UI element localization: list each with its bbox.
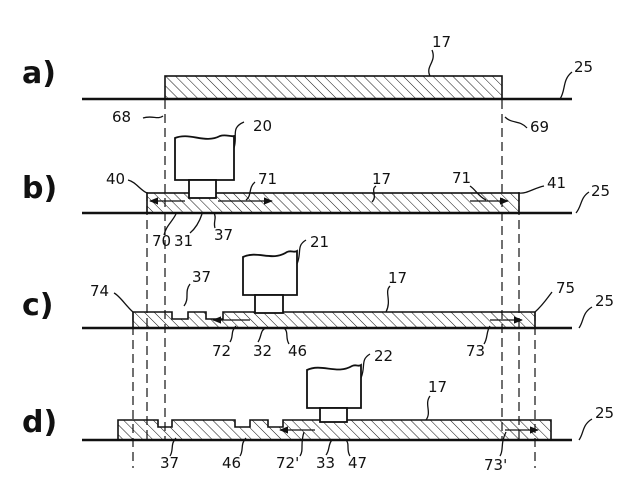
leader-31 — [190, 214, 202, 233]
ref-25-b: 25 — [591, 182, 610, 200]
tool-22-tip — [320, 408, 347, 422]
solder-body — [118, 420, 551, 440]
ref-31: 31 — [174, 232, 193, 250]
leader-74 — [114, 293, 133, 312]
row-d: 22 17 25 37 46 72' 33 47 73' — [82, 347, 614, 474]
ref-74: 74 — [90, 282, 109, 300]
leader-41 — [519, 186, 544, 193]
ref-72: 72 — [212, 342, 231, 360]
ref-25: 25 — [574, 58, 593, 76]
leader-25-d — [579, 419, 592, 440]
ref-46-d: 46 — [222, 454, 241, 472]
leader-25 — [560, 72, 572, 99]
row-label-c: c) — [22, 288, 54, 323]
ref-32: 32 — [253, 342, 272, 360]
leader-69 — [505, 117, 527, 128]
ref-22: 22 — [374, 347, 393, 365]
leader-75 — [535, 292, 552, 312]
leader-21 — [297, 240, 306, 264]
ref-37-c: 37 — [192, 268, 211, 286]
ref-25-c: 25 — [595, 292, 614, 310]
ref-71-left: 71 — [258, 170, 277, 188]
leader-46-c — [284, 328, 289, 344]
row-label-d: d) — [22, 405, 57, 440]
row-c: 21 74 37 17 75 25 72 32 46 73 — [82, 233, 614, 360]
row-b: 20 40 71 17 71 41 25 70 31 37 — [82, 117, 610, 250]
ref-40: 40 — [106, 170, 125, 188]
leader-32 — [258, 328, 266, 342]
solder-body — [165, 76, 502, 99]
ref-75: 75 — [556, 279, 575, 297]
ref-37-d: 37 — [160, 454, 179, 472]
leader-22 — [361, 354, 370, 378]
leader-17-c — [386, 286, 390, 312]
ref-21: 21 — [310, 233, 329, 251]
leader-17 — [429, 50, 433, 76]
ref-20: 20 — [253, 117, 272, 135]
ref-68: 68 — [112, 108, 131, 126]
leader-40 — [128, 180, 147, 193]
ref-41: 41 — [547, 174, 566, 192]
leader-17-d — [426, 396, 430, 420]
solder-body — [133, 312, 535, 328]
ref-33: 33 — [316, 454, 335, 472]
leader-25-b — [576, 192, 589, 213]
ref-73-prime: 73' — [484, 456, 507, 474]
leader-37-c — [184, 284, 190, 306]
ref-72-prime: 72' — [276, 454, 299, 472]
ref-17: 17 — [432, 33, 451, 51]
ref-71-right: 71 — [452, 169, 471, 187]
tool-22-head — [307, 365, 361, 408]
leader-37-b — [214, 213, 215, 228]
ref-17-b: 17 — [372, 170, 391, 188]
ref-69: 69 — [530, 118, 549, 136]
tool-20-head — [175, 135, 234, 180]
leader-33 — [326, 440, 332, 455]
row-label-a: a) — [22, 56, 56, 91]
tool-21-head — [243, 251, 297, 295]
ref-47: 47 — [348, 454, 367, 472]
tool-21-tip — [255, 295, 283, 313]
tool-20-tip — [189, 180, 216, 198]
ref-17-c: 17 — [388, 269, 407, 287]
ref-17-d: 17 — [428, 378, 447, 396]
leader-68 — [143, 116, 163, 118]
ref-25-d: 25 — [595, 404, 614, 422]
leader-20 — [234, 122, 244, 148]
row-label-b: b) — [22, 171, 57, 206]
ref-37-b: 37 — [214, 226, 233, 244]
ref-46-c: 46 — [288, 342, 307, 360]
ref-73: 73 — [466, 342, 485, 360]
leader-25-c — [579, 307, 592, 328]
row-a: 17 25 68 69 — [82, 33, 593, 136]
ref-70: 70 — [152, 232, 171, 250]
